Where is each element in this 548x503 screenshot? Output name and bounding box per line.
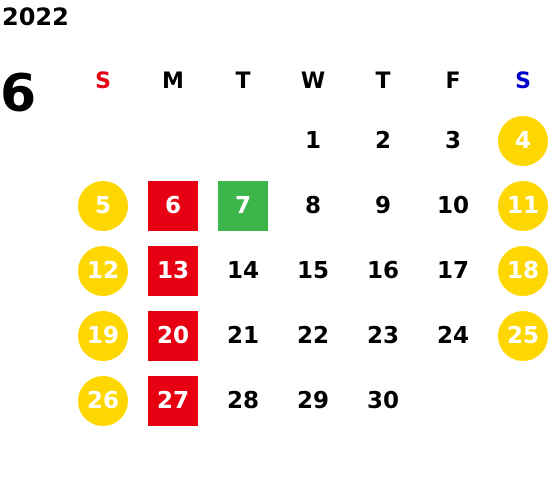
weekday-cell: S <box>488 56 548 108</box>
weekday-header-row: S M T W T F S <box>68 56 548 108</box>
day-number: 23 <box>366 322 399 349</box>
day-number: 3 <box>444 127 461 154</box>
day-cell: 27 <box>138 368 208 433</box>
day-cell: 6 <box>138 173 208 238</box>
weekday-cell: F <box>418 56 488 108</box>
day-number: 20 <box>148 310 198 361</box>
year-label: 2022 <box>2 3 69 31</box>
day-number: 17 <box>436 257 469 284</box>
day-number: 4 <box>498 115 548 166</box>
week-row-4: 19 20 21 22 23 24 25 <box>68 303 548 368</box>
day-number: 10 <box>436 192 469 219</box>
week-row-2: 5 6 7 8 9 10 11 <box>68 173 548 238</box>
day-number: 26 <box>78 375 128 426</box>
day-cell: 15 <box>278 238 348 303</box>
weekday-label-wed: W <box>300 69 326 94</box>
day-cell: 26 <box>68 368 138 433</box>
day-cell: 29 <box>278 368 348 433</box>
day-number: 19 <box>78 310 128 361</box>
day-number: 28 <box>226 387 259 414</box>
day-number: 12 <box>78 245 128 296</box>
day-number: 30 <box>366 387 399 414</box>
day-number: 24 <box>436 322 469 349</box>
weekday-label-thu: T <box>375 69 391 94</box>
day-cell: 10 <box>418 173 488 238</box>
weekday-label-fri: F <box>445 69 461 94</box>
week-row-1: 1 2 3 4 <box>68 108 548 173</box>
day-cell <box>208 108 278 173</box>
day-number: 11 <box>498 180 548 231</box>
day-cell: 11 <box>488 173 548 238</box>
weekday-label-sat: S <box>515 69 531 94</box>
day-number: 27 <box>148 375 198 426</box>
day-number: 22 <box>296 322 329 349</box>
day-number: 8 <box>304 192 321 219</box>
day-cell <box>488 368 548 433</box>
calendar-grid: S M T W T F S 1 2 3 4 5 6 7 8 9 10 11 <box>68 56 548 433</box>
day-cell: 25 <box>488 303 548 368</box>
weekday-cell: T <box>208 56 278 108</box>
day-number: 18 <box>498 245 548 296</box>
day-cell: 3 <box>418 108 488 173</box>
weekday-cell: W <box>278 56 348 108</box>
weekday-label-tue: T <box>235 69 251 94</box>
week-row-3: 12 13 14 15 16 17 18 <box>68 238 548 303</box>
day-number: 25 <box>498 310 548 361</box>
weekday-label-sun: S <box>95 69 111 94</box>
day-cell: 20 <box>138 303 208 368</box>
day-cell <box>68 108 138 173</box>
day-cell: 28 <box>208 368 278 433</box>
weekday-label-mon: M <box>162 69 184 94</box>
day-number: 2 <box>374 127 391 154</box>
day-cell: 14 <box>208 238 278 303</box>
day-number: 7 <box>218 180 268 231</box>
day-cell: 18 <box>488 238 548 303</box>
day-cell: 7 <box>208 173 278 238</box>
day-number: 16 <box>366 257 399 284</box>
day-cell: 23 <box>348 303 418 368</box>
day-cell: 17 <box>418 238 488 303</box>
day-cell: 19 <box>68 303 138 368</box>
day-number: 9 <box>374 192 391 219</box>
day-cell: 16 <box>348 238 418 303</box>
day-number: 13 <box>148 245 198 296</box>
day-number: 5 <box>78 180 128 231</box>
day-cell: 2 <box>348 108 418 173</box>
day-cell: 8 <box>278 173 348 238</box>
day-number: 15 <box>296 257 329 284</box>
day-number: 29 <box>296 387 329 414</box>
day-cell: 13 <box>138 238 208 303</box>
day-cell: 9 <box>348 173 418 238</box>
month-label: 6 <box>0 64 37 124</box>
day-cell: 1 <box>278 108 348 173</box>
day-cell: 22 <box>278 303 348 368</box>
day-cell: 4 <box>488 108 548 173</box>
day-cell <box>138 108 208 173</box>
weekday-cell: T <box>348 56 418 108</box>
weekday-cell: M <box>138 56 208 108</box>
day-number: 14 <box>226 257 259 284</box>
day-number: 6 <box>148 180 198 231</box>
weekday-cell: S <box>68 56 138 108</box>
day-cell: 12 <box>68 238 138 303</box>
day-cell <box>418 368 488 433</box>
day-number: 21 <box>226 322 259 349</box>
day-cell: 24 <box>418 303 488 368</box>
day-cell: 21 <box>208 303 278 368</box>
day-cell: 5 <box>68 173 138 238</box>
day-number: 1 <box>304 127 321 154</box>
week-row-5: 26 27 28 29 30 <box>68 368 548 433</box>
day-cell: 30 <box>348 368 418 433</box>
